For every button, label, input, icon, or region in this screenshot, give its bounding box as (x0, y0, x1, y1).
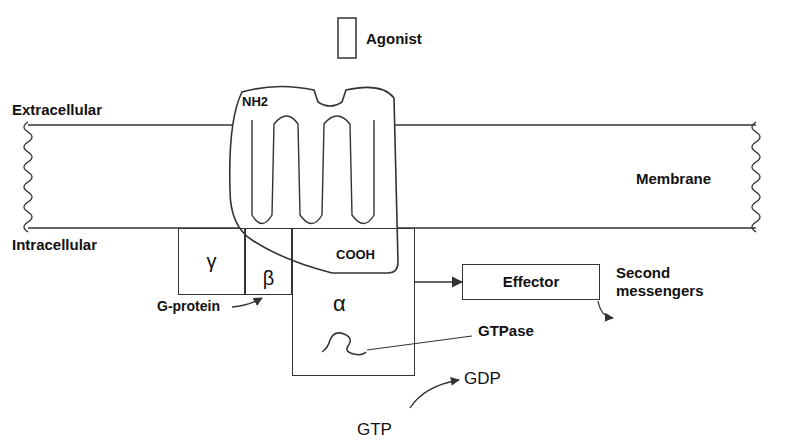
g-protein-label: G-protein (157, 298, 220, 315)
region-label: Extracellular (12, 101, 102, 119)
subunit-label: γ (207, 250, 217, 273)
gtpase-site (322, 333, 366, 355)
agonist-symbol (338, 18, 356, 58)
membrane-edge-right (752, 122, 760, 232)
transmembrane-loops (252, 116, 374, 224)
receptor-outline (222, 80, 402, 275)
g-protein-arrow (232, 298, 262, 307)
region-label: Intracellular (12, 236, 97, 254)
gtp-label: GTP (357, 420, 392, 440)
terminus-label: COOH (336, 248, 375, 263)
second-messenger-label: Second messengers (616, 264, 734, 300)
terminus-label: NH2 (242, 95, 268, 110)
gtpase-label: GTPase (478, 322, 534, 340)
alpha-subunit: α (292, 228, 415, 376)
membrane-edge-left (24, 122, 32, 232)
subunit-label: β (263, 267, 275, 290)
gtp-gdp-arrow (410, 380, 459, 408)
membrane-label: Membrane (636, 170, 711, 188)
gdp-label: GDP (464, 369, 501, 389)
receptor-shape: NH2COOH (222, 80, 402, 275)
agonist-label: Agonist (366, 30, 422, 48)
second-messenger-arrow (598, 301, 613, 318)
gtpase-leader (367, 336, 472, 350)
gamma-subunit: γ (178, 228, 245, 295)
signal-arrow (415, 281, 462, 282)
subunit-label: α (333, 291, 346, 316)
subunit-label: Effector (503, 273, 560, 290)
effector-box: Effector (462, 264, 600, 300)
receptor-body (230, 86, 398, 273)
beta-subunit: β (245, 228, 292, 295)
